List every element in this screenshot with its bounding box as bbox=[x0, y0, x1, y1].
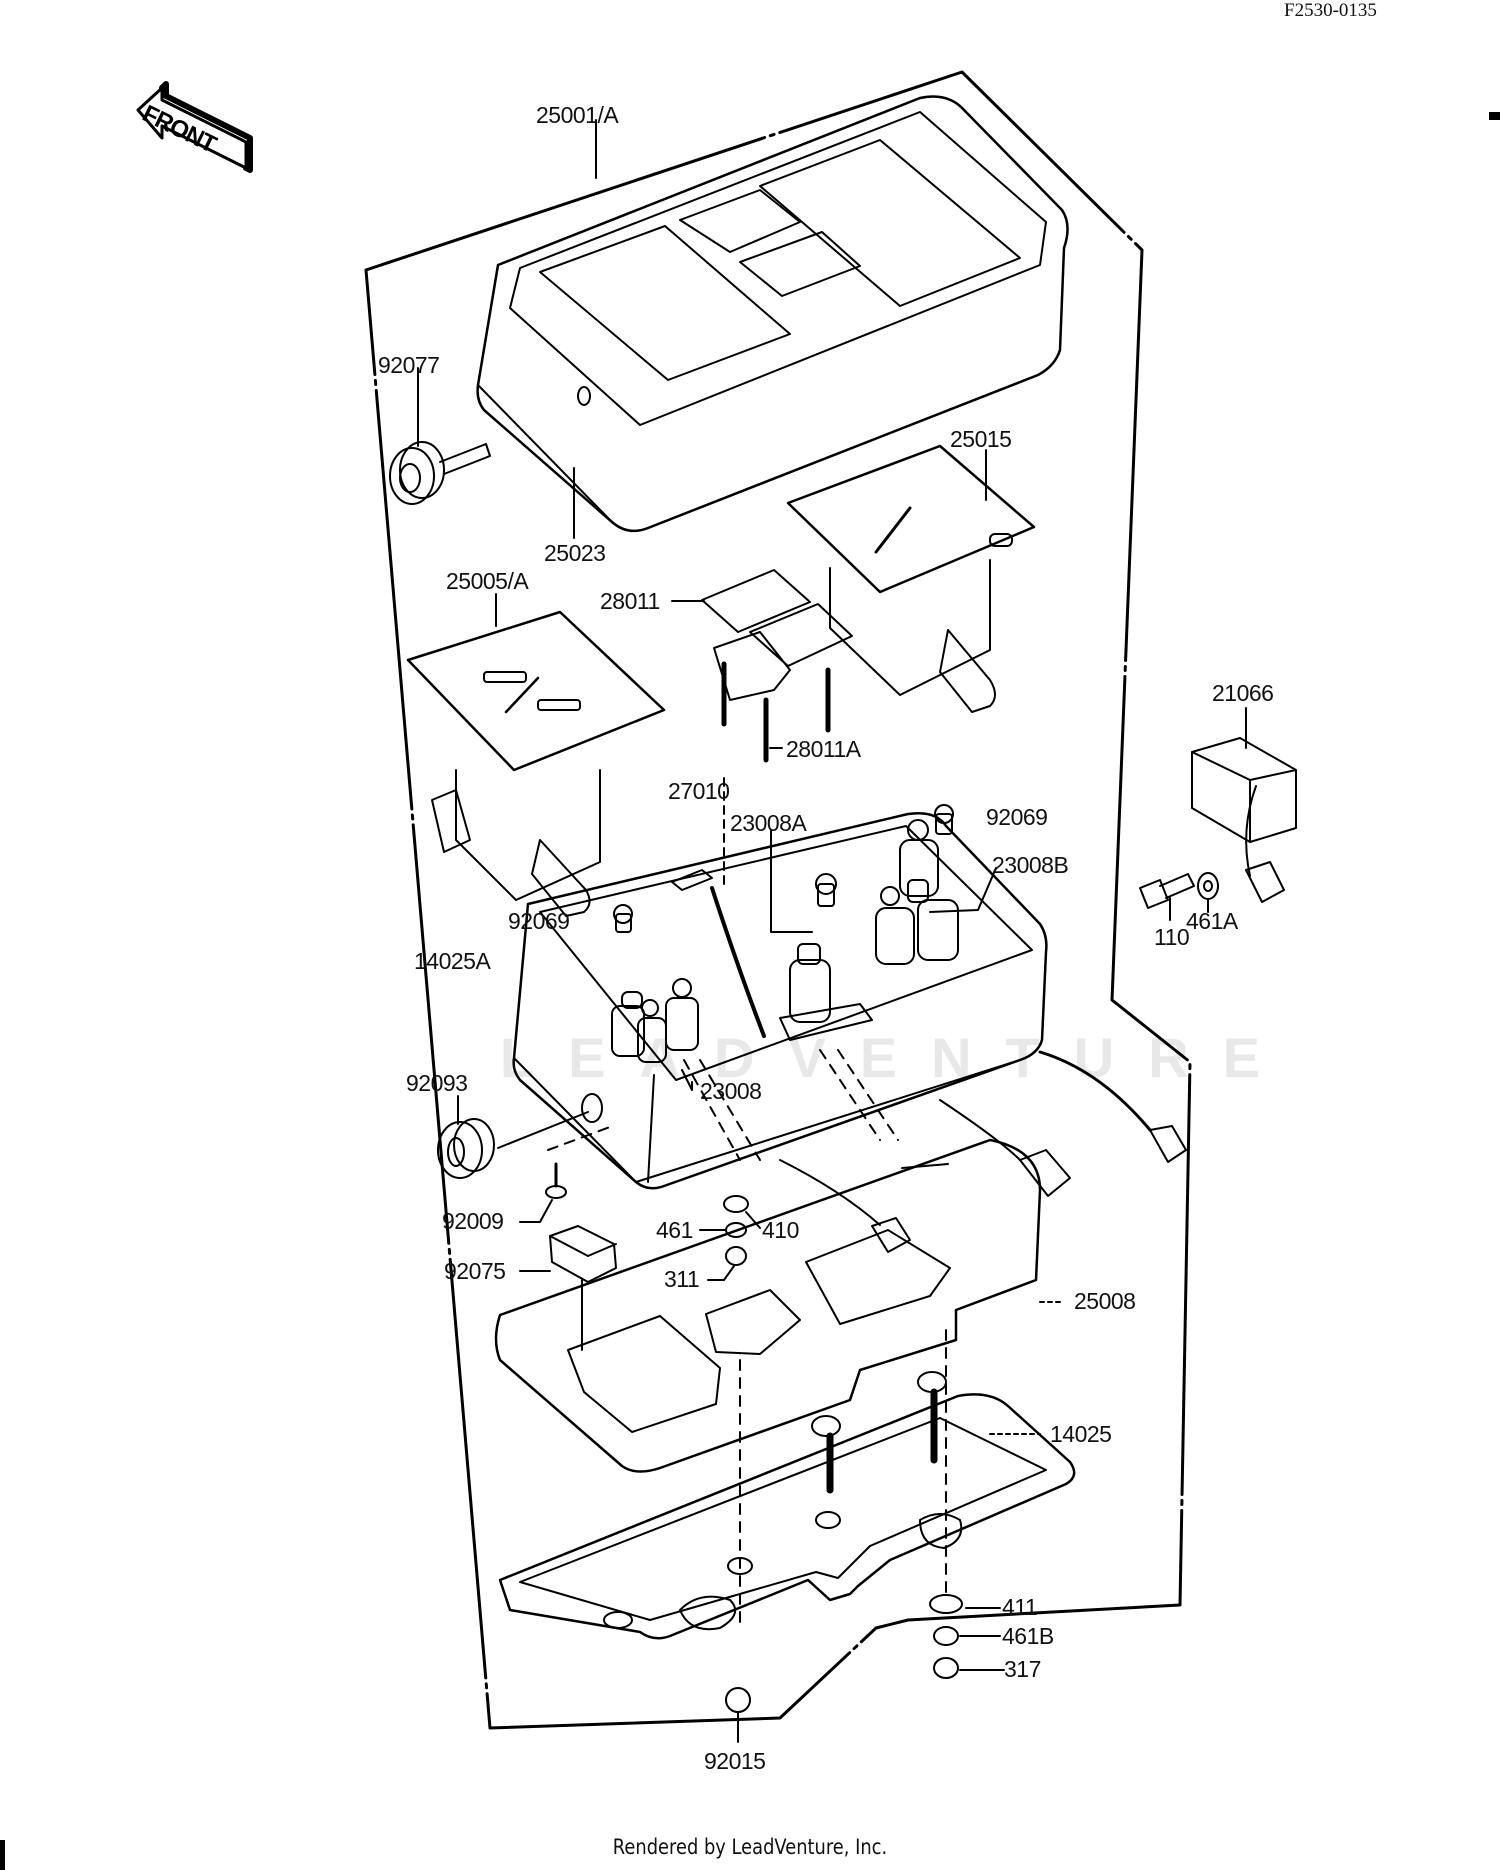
part-label-461A: 461A bbox=[1186, 908, 1238, 934]
part-label-410: 410 bbox=[762, 1217, 799, 1243]
part-label-411: 411 bbox=[1002, 1594, 1038, 1620]
part-14025-bottom-cover bbox=[498, 1393, 1076, 1640]
part-92069-bulbs bbox=[613, 804, 954, 933]
part-label-311: 311 bbox=[664, 1266, 700, 1292]
part-23008-sockets bbox=[611, 978, 699, 1063]
wiring-dashed bbox=[547, 1049, 947, 1631]
part-110-bolt bbox=[1139, 873, 1195, 909]
part-label-25023: 25023 bbox=[544, 540, 606, 566]
part-label-25005A: 25005/A bbox=[446, 568, 529, 594]
part-label-92015: 92015 bbox=[704, 1748, 766, 1774]
assembly-boundary bbox=[364, 70, 1192, 1730]
part-92015-nut bbox=[725, 1687, 751, 1713]
part-label-27010: 27010 bbox=[668, 778, 730, 804]
part-label-92069-upper: 92069 bbox=[986, 804, 1048, 830]
part-92009-screw bbox=[545, 1162, 567, 1199]
part-14025A-lower-case bbox=[512, 812, 1048, 1190]
edge-mark bbox=[0, 1840, 5, 1870]
part-25008-plate bbox=[494, 1138, 1042, 1473]
part-label-92075: 92075 bbox=[444, 1258, 506, 1284]
part-411-461B-317-fasteners bbox=[929, 1594, 963, 1679]
part-label-23008A: 23008A bbox=[730, 810, 807, 836]
part-21066-unit bbox=[1191, 737, 1297, 903]
part-label-25001A: 25001/A bbox=[536, 102, 619, 128]
part-label-92069-lower: 92069 bbox=[508, 908, 570, 934]
part-25005A-meter bbox=[406, 610, 666, 917]
mount-bolts bbox=[826, 1388, 938, 1494]
footer-credit: Rendered by LeadVenture, Inc. bbox=[612, 1835, 888, 1859]
front-arrow-icon bbox=[136, 81, 253, 173]
part-label-14025: 14025 bbox=[1050, 1421, 1112, 1447]
part-92075-damper bbox=[549, 1225, 617, 1351]
part-23008B-sockets bbox=[875, 819, 959, 965]
part-28011-switch bbox=[701, 569, 853, 763]
part-label-23008B: 23008B bbox=[992, 852, 1069, 878]
part-label-28011A: 28011A bbox=[786, 736, 861, 762]
part-label-92077: 92077 bbox=[378, 352, 440, 378]
part-461A-washer bbox=[1197, 872, 1219, 900]
part-92093-grommet bbox=[437, 1093, 603, 1179]
part-23008A-socket bbox=[779, 943, 873, 1041]
wiring-harness bbox=[779, 1050, 1187, 1253]
part-label-92093: 92093 bbox=[406, 1070, 468, 1096]
part-label-28011: 28011 bbox=[600, 588, 660, 614]
part-label-317: 317 bbox=[1004, 1656, 1041, 1682]
part-label-25008: 25008 bbox=[1074, 1288, 1136, 1314]
part-25015-meter bbox=[786, 444, 1036, 713]
part-label-110: 110 bbox=[1154, 924, 1190, 950]
edge-mark bbox=[1489, 112, 1500, 120]
part-label-25015: 25015 bbox=[950, 426, 1012, 452]
part-label-14025A: 14025A bbox=[414, 948, 491, 974]
part-92077-knob bbox=[389, 441, 491, 505]
part-label-92009: 92009 bbox=[442, 1208, 504, 1234]
part-label-461: 461 bbox=[656, 1217, 693, 1243]
reference-code: F2530-0135 bbox=[1284, 0, 1377, 21]
watermark: LEADVENTURE bbox=[500, 1026, 1295, 1089]
part-27010-wire-clip bbox=[671, 869, 766, 1038]
part-25001A-upper-case bbox=[476, 95, 1069, 533]
part-label-23008: 23008 bbox=[700, 1078, 762, 1104]
part-label-461B: 461B bbox=[1002, 1623, 1054, 1649]
part-label-21066: 21066 bbox=[1212, 680, 1274, 706]
